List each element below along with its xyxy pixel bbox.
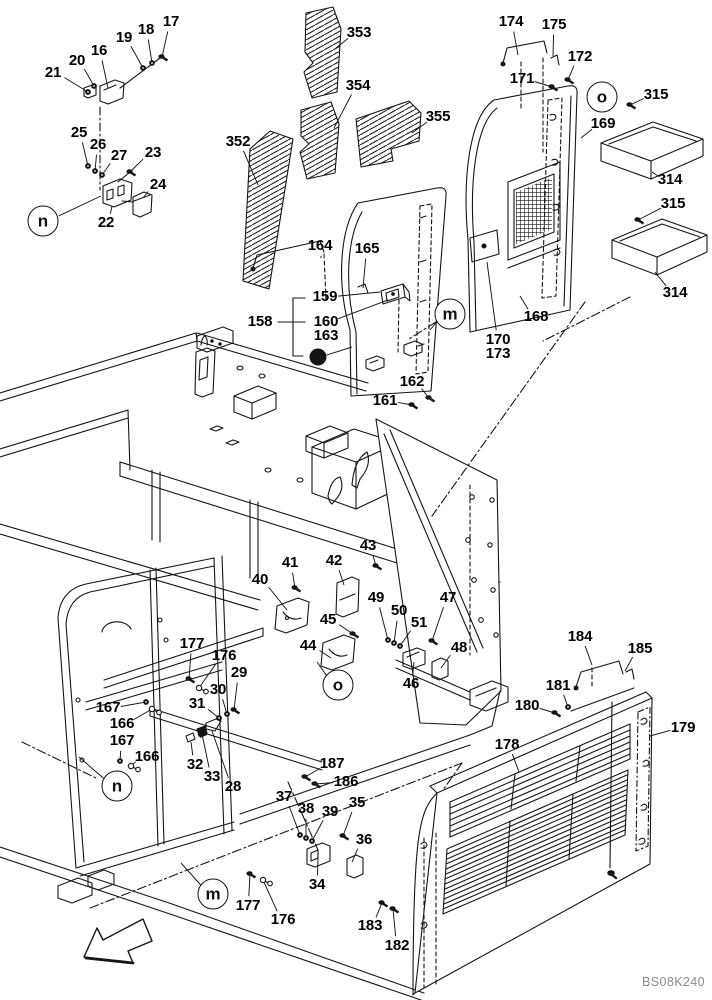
callout-label: 170 [485, 331, 511, 349]
callout-label: 32 [186, 756, 204, 774]
callout-label: 185 [627, 640, 653, 658]
callout-label: 171 [509, 70, 535, 88]
callout-label: 44 [299, 637, 317, 655]
callout-label: 33 [203, 768, 221, 786]
callout-label: 26 [89, 136, 107, 154]
callout-label: 50 [390, 602, 408, 620]
callout-label: 51 [410, 614, 428, 632]
section-marker-n: n [27, 205, 59, 237]
callout-label: 20 [68, 52, 86, 70]
callout-label: 183 [357, 917, 383, 935]
callout-label: 31 [188, 695, 206, 713]
callout-label: 169 [590, 115, 616, 133]
callout-label: 159 [312, 288, 338, 306]
callout-label: 24 [149, 176, 167, 194]
callout-label: 177 [235, 897, 261, 915]
callout-label: 186 [333, 773, 359, 791]
callout-label: 40 [251, 571, 269, 589]
callout-label: 177 [179, 635, 205, 653]
callout-label: 175 [541, 16, 567, 34]
callout-label: 352 [225, 133, 251, 151]
callout-label: 182 [384, 937, 410, 955]
callout-label: 29 [230, 664, 248, 682]
callout-label: 176 [270, 911, 296, 929]
callout-label: 25 [70, 124, 88, 142]
callout-label: 18 [137, 21, 155, 39]
callout-label: 49 [367, 589, 385, 607]
callout-label: 161 [372, 392, 398, 410]
callout-label: 167 [109, 732, 135, 750]
callout-label: 23 [144, 144, 162, 162]
drawing-code: BS08K240 [642, 975, 705, 989]
callout-label: 47 [439, 589, 457, 607]
callout-label: 168 [523, 308, 549, 326]
section-marker-o: o [586, 81, 618, 113]
callout-label: 48 [450, 639, 468, 657]
callout-label: 28 [224, 778, 242, 796]
callout-label: 38 [297, 800, 315, 818]
callout-label: 30 [209, 681, 227, 699]
callout-label: 176 [211, 647, 237, 665]
callout-label: 27 [110, 147, 128, 165]
callout-label: 22 [97, 214, 115, 232]
callout-label: 166 [134, 748, 160, 766]
section-marker-m: m [434, 298, 466, 330]
callout-label: 167 [95, 699, 121, 717]
callout-label: 162 [399, 373, 425, 391]
callout-label: 17 [162, 13, 180, 31]
callout-label: 158 [247, 313, 273, 331]
callout-label: 160 [313, 313, 339, 331]
callout-label: 180 [514, 697, 540, 715]
callout-label: 314 [657, 171, 683, 189]
callout-label: 172 [567, 48, 593, 66]
callout-label: 354 [345, 77, 371, 95]
callout-label: 45 [319, 611, 337, 629]
callout-label: 16 [90, 42, 108, 60]
callout-label: 36 [355, 831, 373, 849]
section-marker-o: o [322, 669, 354, 701]
callout-label: 179 [670, 719, 696, 737]
section-marker-m: m [197, 878, 229, 910]
callout-label: 184 [567, 628, 593, 646]
callout-label: 163 [313, 327, 339, 345]
callout-label: 21 [44, 64, 62, 82]
callout-label: 178 [494, 736, 520, 754]
callout-label: 43 [359, 537, 377, 555]
callout-label: 19 [115, 29, 133, 47]
callout-label: 164 [307, 237, 333, 255]
callout-label: 314 [662, 284, 688, 302]
callout-label: 173 [485, 345, 511, 363]
callout-label: 42 [325, 552, 343, 570]
callout-label: 39 [321, 803, 339, 821]
callout-label: 35 [348, 794, 366, 812]
callout-label: 46 [402, 675, 420, 693]
callout-label: 315 [660, 195, 686, 213]
callout-label: 34 [308, 876, 326, 894]
callout-label: 315 [643, 86, 669, 104]
callout-label: 166 [109, 715, 135, 733]
callout-label: 165 [354, 240, 380, 258]
callout-label: 37 [275, 788, 293, 806]
callout-label: 41 [281, 554, 299, 572]
callout-label: 181 [545, 677, 571, 695]
section-marker-n: n [101, 770, 133, 802]
callout-label: 353 [346, 24, 372, 42]
callout-label: 355 [425, 108, 451, 126]
callout-label: 187 [319, 755, 345, 773]
callout-label: 174 [498, 13, 524, 31]
